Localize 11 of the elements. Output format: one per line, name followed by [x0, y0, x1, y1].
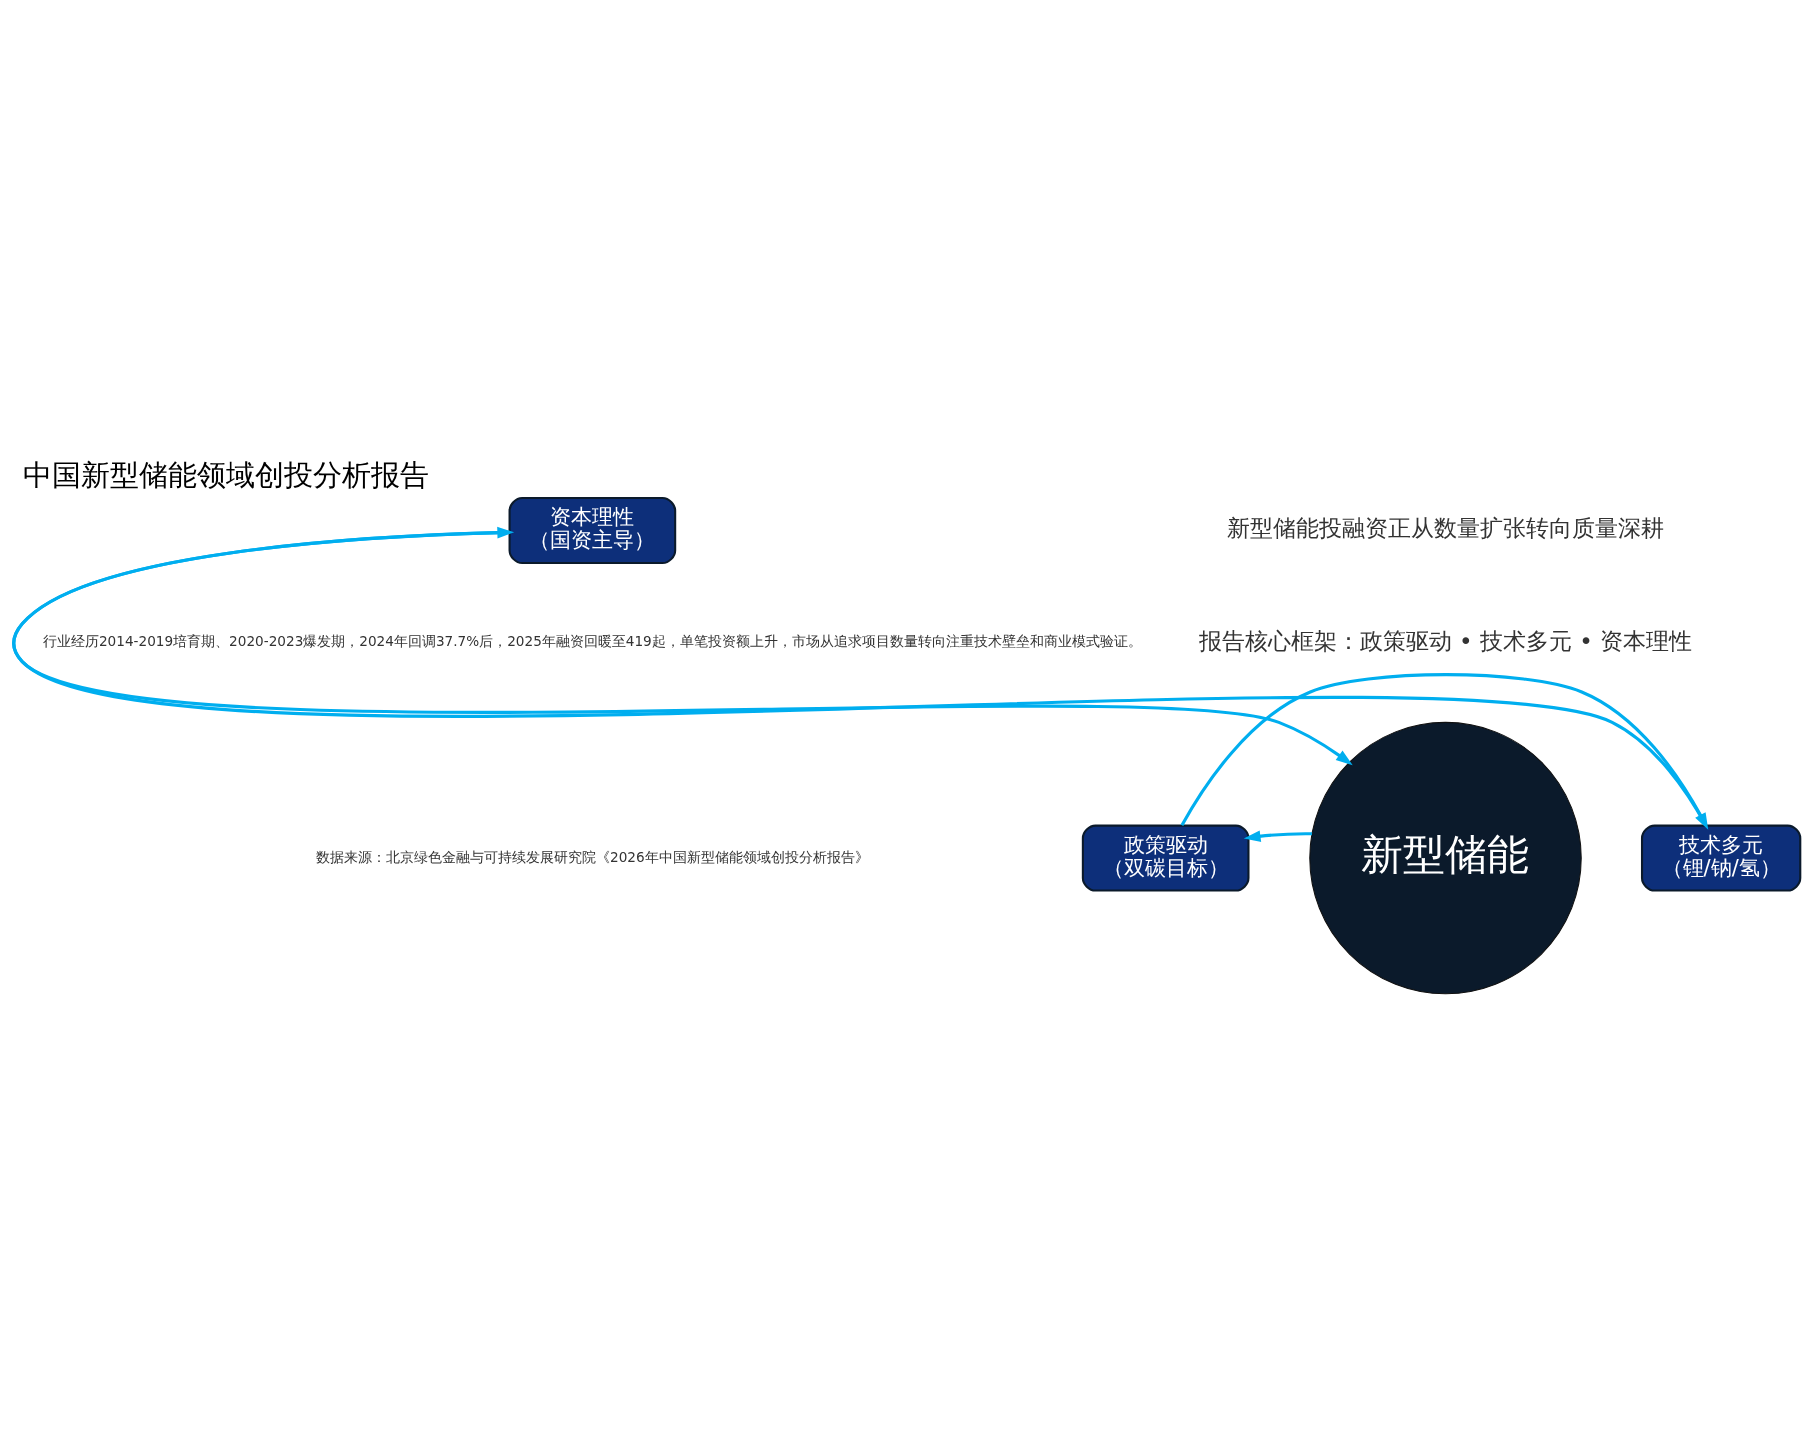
label: 数据来源：北京绿色金融与可持续发展研究院《2026年中国新型储能领域创投分析报告》	[316, 848, 869, 865]
label: 行业经历2014-2019培育期、2020-2023爆发期，2024年回调37.7%后，2025年融资回暖至419起，单笔投资额上升，市场从追求项目数量转向注重技术壁垒和商业模式验证。	[42, 633, 1142, 650]
arrow	[14, 530, 1353, 766]
node-circle: 新型储能	[1309, 721, 1582, 995]
label: 新型储能投融资正从数量扩张转向质量深耕	[1227, 515, 1664, 542]
arrow	[1243, 830, 1312, 843]
node-box: 资本理性 （国资主导）	[508, 497, 677, 565]
node-box: 技术多元 （锂/钠/氢）	[1640, 824, 1802, 892]
node-box: 政策驱动 （双碳目标）	[1081, 824, 1250, 892]
diagram-title: 中国新型储能领域创投分析报告	[22, 457, 429, 492]
label: 报告核心框架：政策驱动 • 技术多元 • 资本理性	[1198, 627, 1693, 654]
